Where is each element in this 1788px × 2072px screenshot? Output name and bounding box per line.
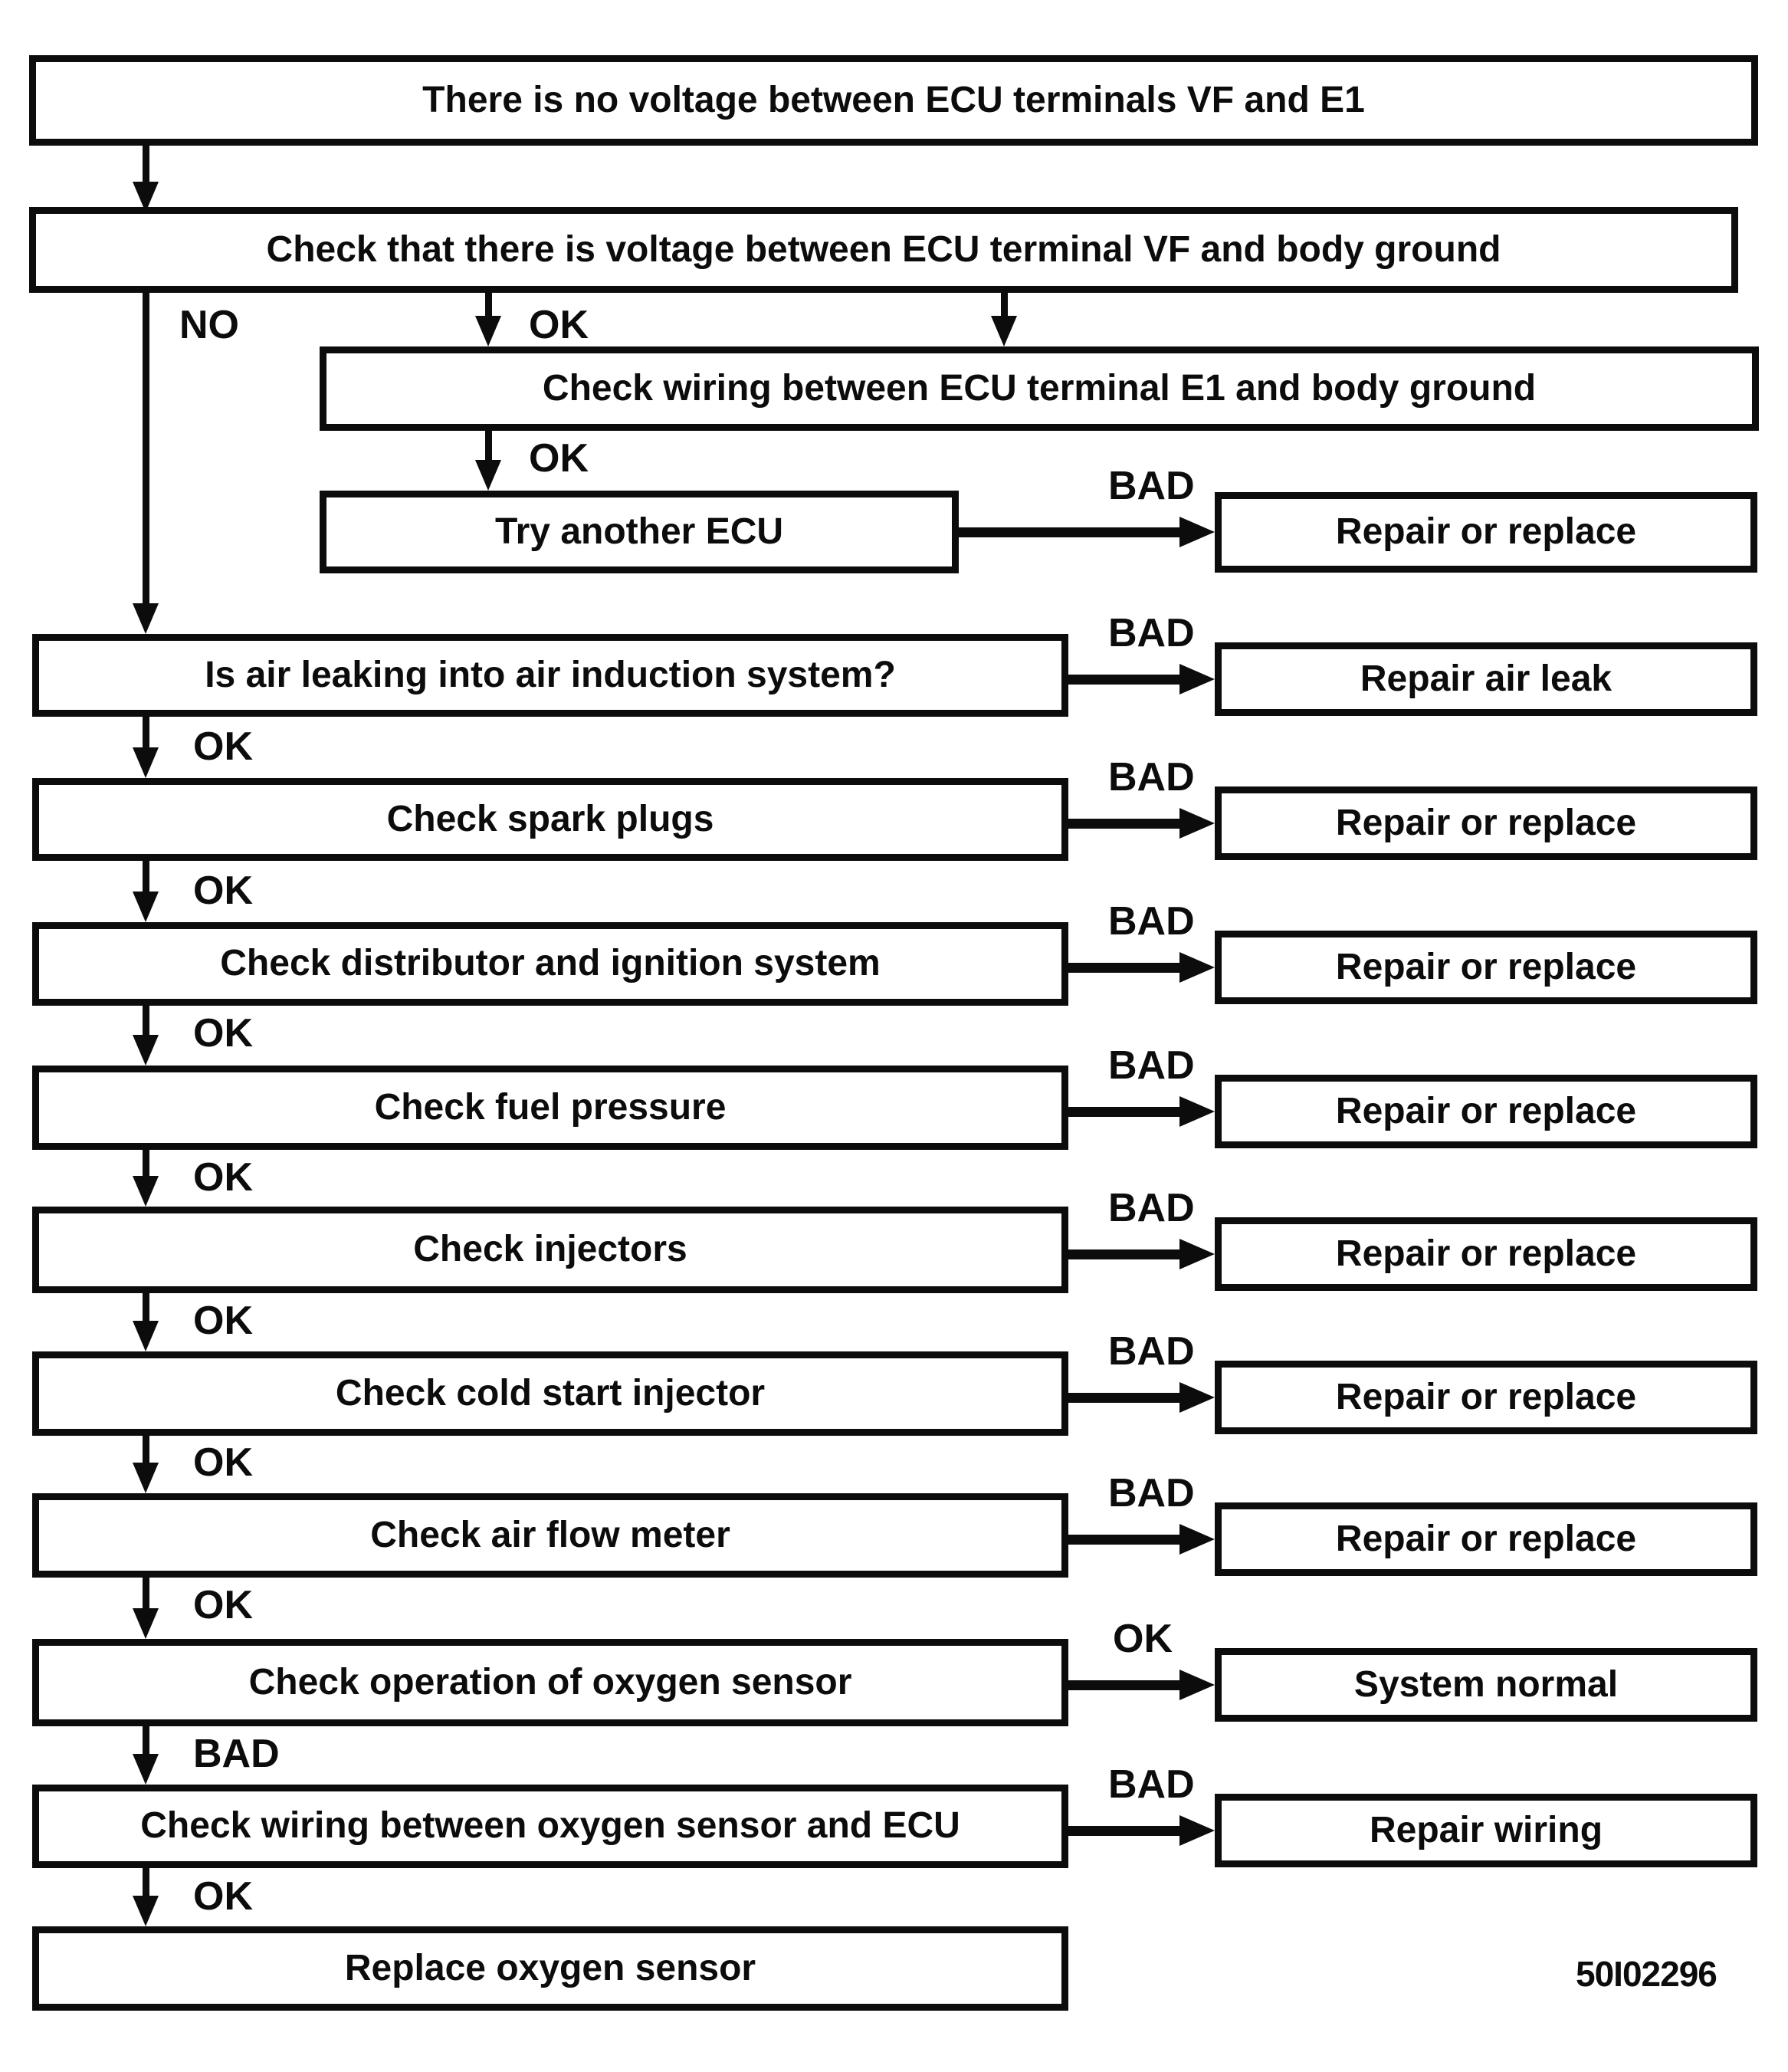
- arrow-ok-to-fuel-pressure-head-icon: [133, 1035, 159, 1066]
- node-repair-or-replace-1: Repair or replace: [1215, 492, 1757, 573]
- edge-label-bad: BAD: [1108, 1043, 1195, 1088]
- arrow-bad-cold-start-line: [1068, 1393, 1183, 1403]
- arrow-bad-distributor-line: [1068, 963, 1183, 973]
- edge-label-ok: OK: [1113, 1617, 1173, 1661]
- node-repair-or-replace-4: Repair or replace: [1215, 1075, 1757, 1148]
- node-try-another-ecu: Try another ECU: [320, 491, 959, 573]
- edge-label-no: NO: [179, 303, 239, 347]
- arrow-bad-injectors-head-icon: [1179, 1239, 1215, 1269]
- arrow-bad-to-wiring-oxygen-line: [143, 1726, 149, 1755]
- node-start: There is no voltage between ECU terminal…: [29, 55, 1758, 146]
- edge-label-bad: BAD: [1108, 1471, 1195, 1515]
- edge-label-bad: BAD: [1108, 899, 1195, 944]
- node-check-fuel-pressure: Check fuel pressure: [32, 1066, 1068, 1150]
- arrow-ok-to-spark-plugs-head-icon: [133, 747, 159, 778]
- node-check-air-flow-meter: Check air flow meter: [32, 1493, 1068, 1578]
- arrow-bad-distributor-head-icon: [1179, 952, 1215, 983]
- node-check-cold-start-injector: Check cold start injector: [32, 1351, 1068, 1436]
- arrow-ok-to-injectors-line: [143, 1150, 149, 1177]
- edge-label-bad: BAD: [193, 1732, 280, 1776]
- arrow-right-to-wiring-e1-line: [1001, 293, 1008, 317]
- arrow-right-to-wiring-e1-head-icon: [991, 316, 1017, 346]
- arrow-ok-to-spark-plugs-line: [143, 717, 149, 749]
- arrow-ok-to-try-ecu-head-icon: [475, 460, 501, 491]
- arrow-ok-to-oxygen-sensor-line: [143, 1578, 149, 1610]
- arrow-ok-to-wiring-e1-line: [485, 293, 492, 317]
- node-check-spark-plugs: Check spark plugs: [32, 778, 1068, 861]
- arrow-ok-to-replace-oxygen-head-icon: [133, 1896, 159, 1926]
- arrow-no-branch-head-icon: [133, 603, 159, 634]
- edge-label-ok: OK: [193, 1440, 253, 1485]
- edge-label-ok: OK: [193, 1583, 253, 1627]
- arrow-ok-to-wiring-e1-head-icon: [475, 316, 501, 346]
- node-repair-or-replace-5: Repair or replace: [1215, 1217, 1757, 1291]
- edge-label-ok: OK: [193, 869, 253, 913]
- arrow-bad-repair-wiring-head-icon: [1179, 1815, 1215, 1846]
- arrow-bad-fuel-pressure-head-icon: [1179, 1096, 1215, 1127]
- edge-label-bad: BAD: [1108, 1329, 1195, 1374]
- edge-label-ok: OK: [529, 436, 589, 481]
- arrow-ok-to-cold-start-head-icon: [133, 1321, 159, 1351]
- edge-label-ok: OK: [193, 1299, 253, 1343]
- node-repair-or-replace-7: Repair or replace: [1215, 1502, 1757, 1576]
- arrow-ok-to-oxygen-sensor-head-icon: [133, 1608, 159, 1639]
- node-system-normal: System normal: [1215, 1648, 1757, 1722]
- arrow-ok-to-fuel-pressure-line: [143, 1006, 149, 1036]
- arrow-bad-spark-plugs-line: [1068, 819, 1183, 829]
- arrow-bad-try-ecu-head-icon: [1179, 517, 1215, 547]
- edge-label-ok: OK: [193, 1874, 253, 1919]
- arrow-ok-to-replace-oxygen-line: [143, 1868, 149, 1897]
- node-replace-oxygen-sensor: Replace oxygen sensor: [32, 1926, 1068, 2011]
- node-air-leak-question: Is air leaking into air induction system…: [32, 634, 1068, 717]
- arrow-ok-to-distributor-line: [143, 861, 149, 893]
- arrow-bad-air-flow-line: [1068, 1535, 1183, 1545]
- arrow-bad-fuel-pressure-line: [1068, 1107, 1183, 1117]
- edge-label-ok: OK: [529, 303, 589, 347]
- node-check-injectors: Check injectors: [32, 1207, 1068, 1293]
- arrow-bad-to-wiring-oxygen-head-icon: [133, 1754, 159, 1785]
- node-check-distributor: Check distributor and ignition system: [32, 922, 1068, 1006]
- arrow-bad-repair-wiring-line: [1068, 1826, 1183, 1836]
- edge-label-ok: OK: [193, 1155, 253, 1200]
- edge-label-bad: BAD: [1108, 755, 1195, 800]
- edge-label-bad: BAD: [1108, 1186, 1195, 1230]
- node-repair-or-replace-2: Repair or replace: [1215, 786, 1757, 860]
- edge-label-bad: BAD: [1108, 611, 1195, 655]
- node-check-oxygen-sensor: Check operation of oxygen sensor: [32, 1639, 1068, 1726]
- edge-label-bad: BAD: [1108, 464, 1195, 508]
- node-check-vf-ground: Check that there is voltage between ECU …: [29, 207, 1738, 293]
- arrow-no-branch-line: [143, 293, 149, 605]
- figure-code: 50I02296: [1576, 1954, 1717, 1994]
- arrow-bad-cold-start-head-icon: [1179, 1382, 1215, 1413]
- arrow-start-line: [143, 146, 149, 183]
- edge-label-ok: OK: [193, 1011, 253, 1056]
- arrow-ok-to-cold-start-line: [143, 1293, 149, 1322]
- arrow-bad-try-ecu-line: [959, 527, 1183, 537]
- edge-label-ok: OK: [193, 724, 253, 769]
- node-repair-or-replace-6: Repair or replace: [1215, 1361, 1757, 1434]
- node-repair-or-replace-3: Repair or replace: [1215, 931, 1757, 1004]
- arrow-ok-to-try-ecu-line: [485, 431, 492, 461]
- edge-label-bad: BAD: [1108, 1762, 1195, 1807]
- arrow-ok-to-air-flow-line: [143, 1436, 149, 1464]
- arrow-ok-to-injectors-head-icon: [133, 1176, 159, 1207]
- arrow-bad-injectors-line: [1068, 1249, 1183, 1259]
- arrow-ok-to-distributor-head-icon: [133, 892, 159, 922]
- arrow-bad-air-leak-head-icon: [1179, 664, 1215, 694]
- arrow-bad-spark-plugs-head-icon: [1179, 808, 1215, 839]
- arrow-bad-air-flow-head-icon: [1179, 1524, 1215, 1555]
- arrow-bad-air-leak-line: [1068, 675, 1183, 685]
- node-repair-wiring: Repair wiring: [1215, 1794, 1757, 1867]
- node-check-wiring-e1: Check wiring between ECU terminal E1 and…: [320, 346, 1759, 431]
- arrow-ok-to-air-flow-head-icon: [133, 1463, 159, 1493]
- arrow-start-head-icon: [133, 182, 159, 212]
- node-repair-air-leak: Repair air leak: [1215, 642, 1757, 716]
- node-check-wiring-oxygen: Check wiring between oxygen sensor and E…: [32, 1785, 1068, 1868]
- arrow-ok-system-normal-line: [1068, 1680, 1183, 1690]
- arrow-ok-system-normal-head-icon: [1179, 1670, 1215, 1700]
